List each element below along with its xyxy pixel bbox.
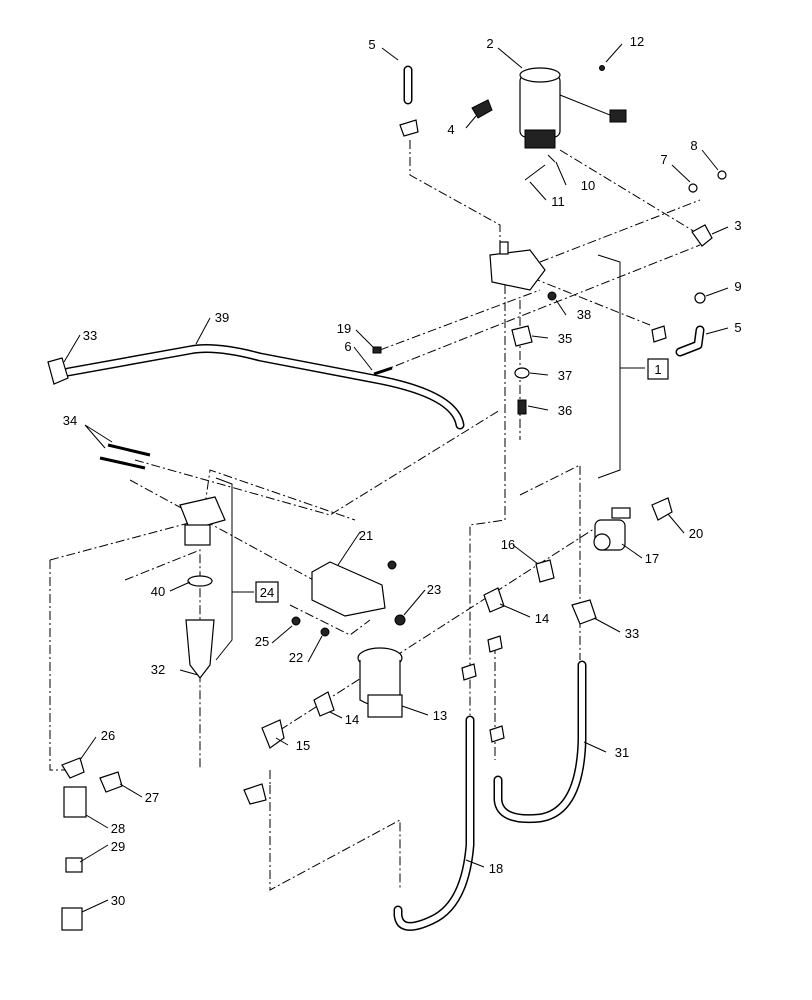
callout-14b: 14 [345,712,359,727]
callout-3: 3 [734,218,741,233]
callout-36: 36 [558,403,572,418]
callout-labels: 5 2 12 4 7 8 10 11 3 9 5 38 35 37 36 19 … [63,34,742,908]
assembly-lines [49,140,701,891]
callout-27: 27 [145,790,159,805]
callout-18: 18 [489,861,503,876]
leader-lines [63,43,729,913]
manifold-block [489,241,546,291]
callout-6: 6 [344,339,351,354]
callout-13: 13 [433,708,447,723]
callout-31: 31 [615,745,629,760]
callout-35: 35 [558,331,572,346]
callout-10: 10 [581,178,595,193]
callout-16: 16 [501,537,515,552]
callout-8: 8 [690,138,697,153]
callout-9: 9 [734,279,741,294]
fitting-4 [471,99,493,119]
hoses [63,65,705,931]
callout-14a: 14 [535,611,549,626]
callout-39: 39 [215,310,229,325]
callout-19: 19 [337,321,351,336]
valve-17 [593,507,631,551]
callout-22: 22 [289,650,303,665]
callout-2: 2 [486,36,493,51]
callout-24: 24 [260,585,274,600]
callout-30: 30 [111,893,125,908]
callout-37: 37 [558,368,572,383]
callout-32: 32 [151,662,165,677]
callout-25: 25 [255,634,269,649]
callout-20: 20 [689,526,703,541]
callout-box-1 [647,358,669,380]
callout-38: 38 [577,307,591,322]
callout-11: 11 [551,194,565,209]
callout-12: 12 [630,34,644,49]
strainer-13 [357,647,403,718]
callout-7: 7 [660,152,667,167]
callout-box-24 [255,581,279,603]
callout-26: 26 [101,728,115,743]
filter-assembly [179,496,226,679]
parts [47,65,727,931]
bracket-21 [311,561,386,617]
callout-33b: 33 [625,626,639,641]
assembly-brackets [215,254,645,661]
callout-4: 4 [447,122,454,137]
callout-34: 34 [63,413,77,428]
callout-1: 1 [654,362,661,377]
callout-29: 29 [111,839,125,854]
callout-28: 28 [111,821,125,836]
callout-17: 17 [645,551,659,566]
callout-5b: 5 [734,320,741,335]
callout-21: 21 [359,528,373,543]
callout-33a: 33 [83,328,97,343]
callout-5a: 5 [368,37,375,52]
callout-23: 23 [427,582,441,597]
callout-40: 40 [151,584,165,599]
callout-15: 15 [296,738,310,753]
pump-part [519,67,627,149]
